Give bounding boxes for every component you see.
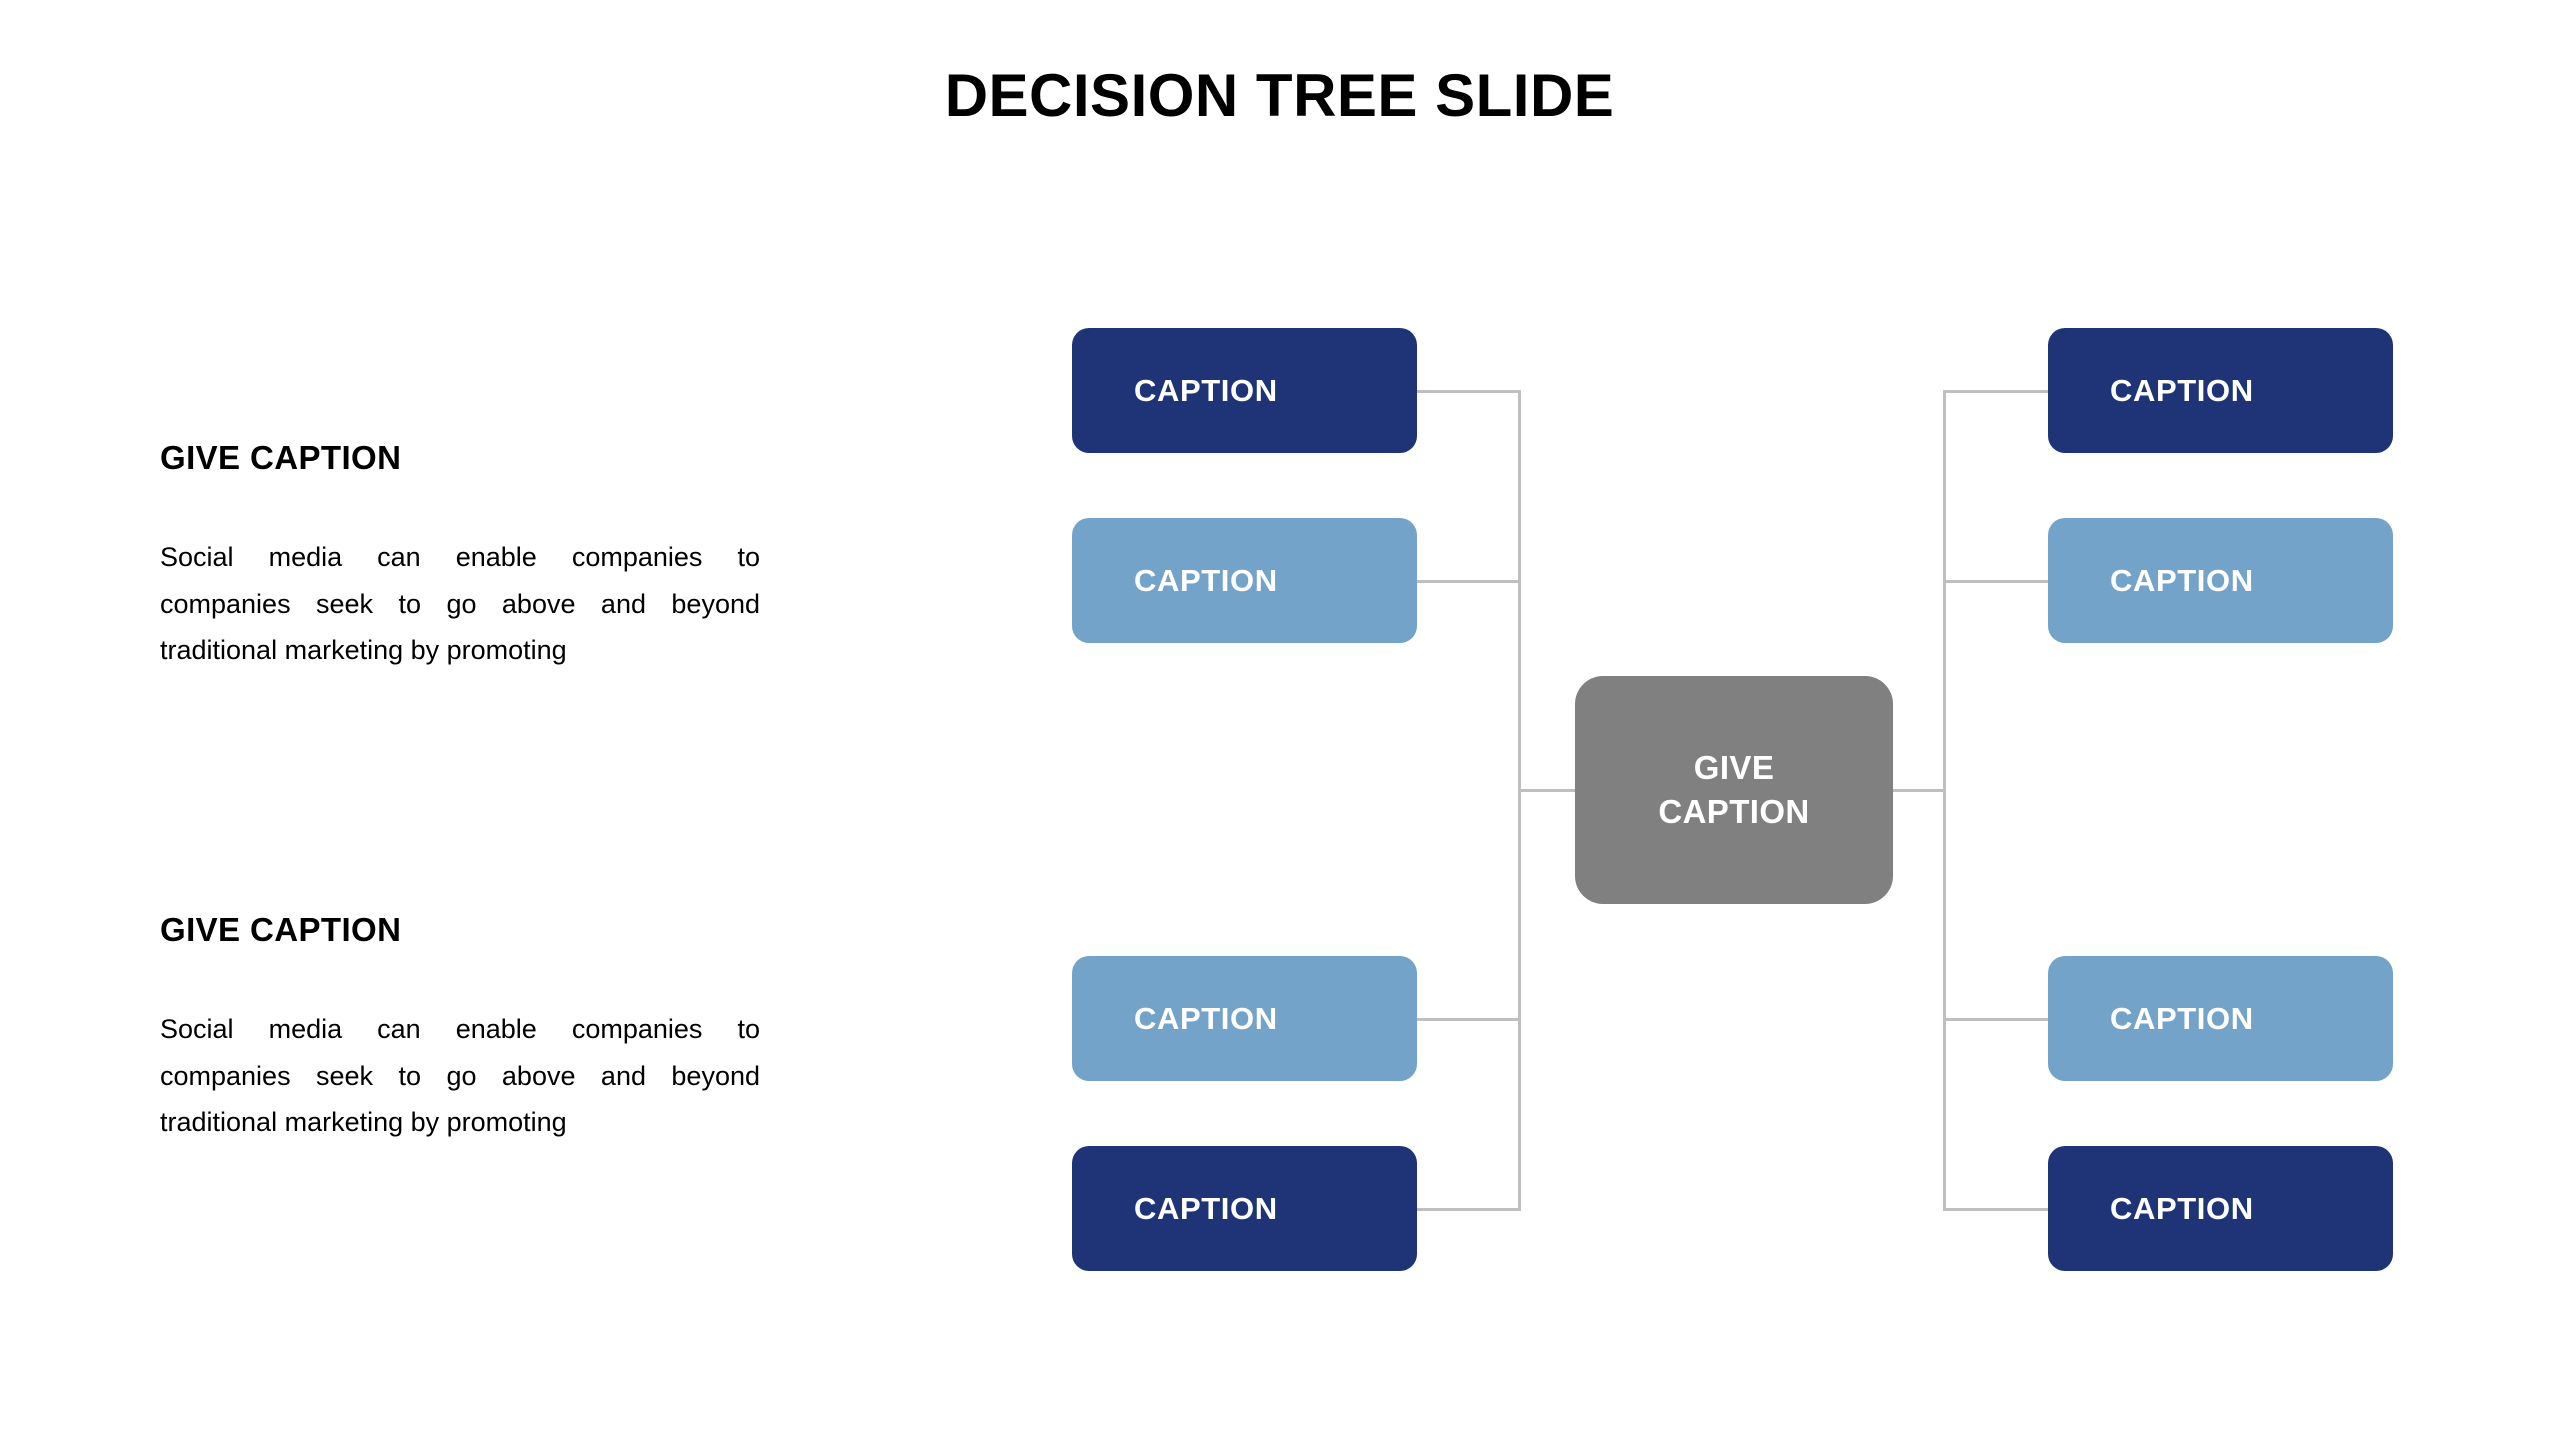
connector-right-bottom-2 xyxy=(1943,1208,2049,1211)
description-heading-bottom: GIVE CAPTION xyxy=(160,911,402,948)
connector-left-to-root xyxy=(1518,789,1578,792)
connector-left-bottom-1 xyxy=(1415,1018,1521,1021)
tree-node-label: CAPTION xyxy=(1134,372,1278,408)
connector-right-trunk xyxy=(1943,390,1946,1211)
tree-node-left-top-2[interactable]: CAPTION xyxy=(1072,518,1417,643)
tree-node-right-bottom-2[interactable]: CAPTION xyxy=(2048,1146,2393,1271)
tree-root-label-line1: GIVE xyxy=(1693,749,1775,787)
connector-left-bottom-2 xyxy=(1415,1208,1521,1211)
tree-node-left-top-1[interactable]: CAPTION xyxy=(1072,328,1417,453)
description-heading-top: GIVE CAPTION xyxy=(160,439,402,476)
connector-left-top-2 xyxy=(1415,580,1521,583)
tree-node-label: CAPTION xyxy=(2110,1190,2254,1226)
tree-node-label: CAPTION xyxy=(1134,1000,1278,1036)
tree-node-right-top-2[interactable]: CAPTION xyxy=(2048,518,2393,643)
connector-root-to-right xyxy=(1890,789,1946,792)
connector-left-trunk xyxy=(1518,390,1521,1211)
tree-node-left-bottom-1[interactable]: CAPTION xyxy=(1072,956,1417,1081)
tree-node-label: CAPTION xyxy=(2110,1000,2254,1036)
tree-node-label: CAPTION xyxy=(2110,562,2254,598)
description-body-bottom: Social media can enable companies to com… xyxy=(160,1014,760,1138)
tree-node-right-bottom-1[interactable]: CAPTION xyxy=(2048,956,2393,1081)
connector-right-top-2 xyxy=(1943,580,2049,583)
tree-node-label: CAPTION xyxy=(2110,372,2254,408)
tree-node-root[interactable]: GIVE CAPTION xyxy=(1575,676,1893,904)
tree-root-label-line2: CAPTION xyxy=(1658,793,1810,830)
connector-right-top-1 xyxy=(1943,390,2049,393)
description-block-top: GIVE CAPTION Social media can enable com… xyxy=(160,439,780,674)
description-body-top: Social media can enable companies to com… xyxy=(160,542,760,666)
tree-node-label: CAPTION xyxy=(1134,562,1278,598)
tree-node-right-top-1[interactable]: CAPTION xyxy=(2048,328,2393,453)
description-block-bottom: GIVE CAPTION Social media can enable com… xyxy=(160,911,780,1146)
connector-right-bottom-1 xyxy=(1943,1018,2049,1021)
tree-node-left-bottom-2[interactable]: CAPTION xyxy=(1072,1146,1417,1271)
tree-node-label: CAPTION xyxy=(1134,1190,1278,1226)
connector-left-top-1 xyxy=(1415,390,1521,393)
page-title: DECISION TREE SLIDE xyxy=(944,62,1615,129)
